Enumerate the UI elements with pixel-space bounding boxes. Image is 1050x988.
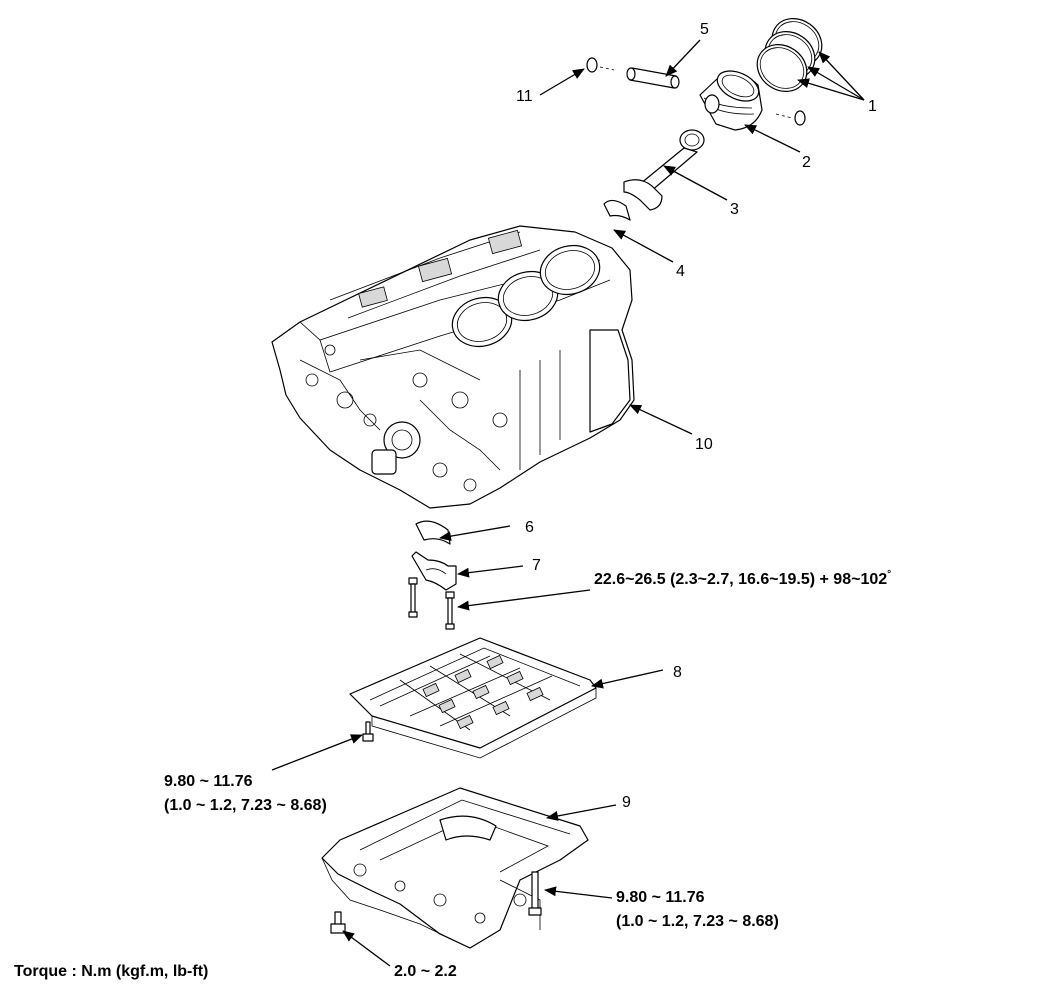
oil-pan bbox=[321, 787, 589, 949]
torque-unit-legend: Torque : N.m (kgf.m, lb-ft) bbox=[14, 963, 208, 980]
callout-7: 7 bbox=[532, 557, 541, 574]
torque-ladder-frame-line1: 9.80 ~ 11.76 bbox=[164, 773, 253, 790]
piston-pin bbox=[626, 67, 680, 89]
main-bearing bbox=[415, 520, 451, 545]
drain-plug bbox=[330, 911, 346, 934]
connecting-rod bbox=[623, 129, 705, 211]
cylinder-block bbox=[271, 225, 635, 509]
callout-4: 4 bbox=[676, 263, 685, 280]
piston bbox=[699, 70, 806, 131]
cap-bolt-left bbox=[408, 577, 418, 618]
leader-lines bbox=[271, 39, 865, 967]
ladder-frame bbox=[349, 637, 597, 759]
torque-oil-pan-bolt-line2: (1.0 ~ 1.2, 7.23 ~ 8.68) bbox=[616, 913, 779, 930]
callout-9: 9 bbox=[622, 794, 631, 811]
snap-ring bbox=[586, 57, 615, 73]
main-bearing-cap bbox=[408, 551, 457, 630]
callout-1: 1 bbox=[868, 98, 877, 115]
torque-oil-pan-bolt-line1: 9.80 ~ 11.76 bbox=[616, 889, 705, 906]
callout-10: 10 bbox=[695, 436, 713, 453]
oil-pan-bolt bbox=[528, 871, 542, 916]
torque-specs: 22.6~26.5 (2.3~2.7, 16.6~19.5) + 98~102°… bbox=[164, 569, 891, 980]
callout-11: 11 bbox=[516, 88, 533, 105]
callout-3: 3 bbox=[730, 201, 739, 218]
torque-main-cap-bolt: 22.6~26.5 (2.3~2.7, 16.6~19.5) + 98~102° bbox=[594, 569, 891, 588]
connecting-rod-bearing bbox=[603, 199, 631, 221]
callout-8: 8 bbox=[673, 664, 682, 681]
callout-labels: 1 2 3 4 5 6 7 8 9 10 11 bbox=[516, 21, 877, 811]
torque-ladder-frame-line2: (1.0 ~ 1.2, 7.23 ~ 8.68) bbox=[164, 797, 327, 814]
callout-6: 6 bbox=[525, 519, 534, 536]
ladder-frame-bolt bbox=[362, 721, 374, 742]
cap-bolt-right bbox=[445, 591, 455, 630]
torque-drain-plug: 2.0 ~ 2.2 bbox=[394, 963, 457, 980]
callout-2: 2 bbox=[802, 154, 811, 171]
callout-5: 5 bbox=[700, 21, 709, 38]
piston-rings bbox=[756, 18, 823, 92]
